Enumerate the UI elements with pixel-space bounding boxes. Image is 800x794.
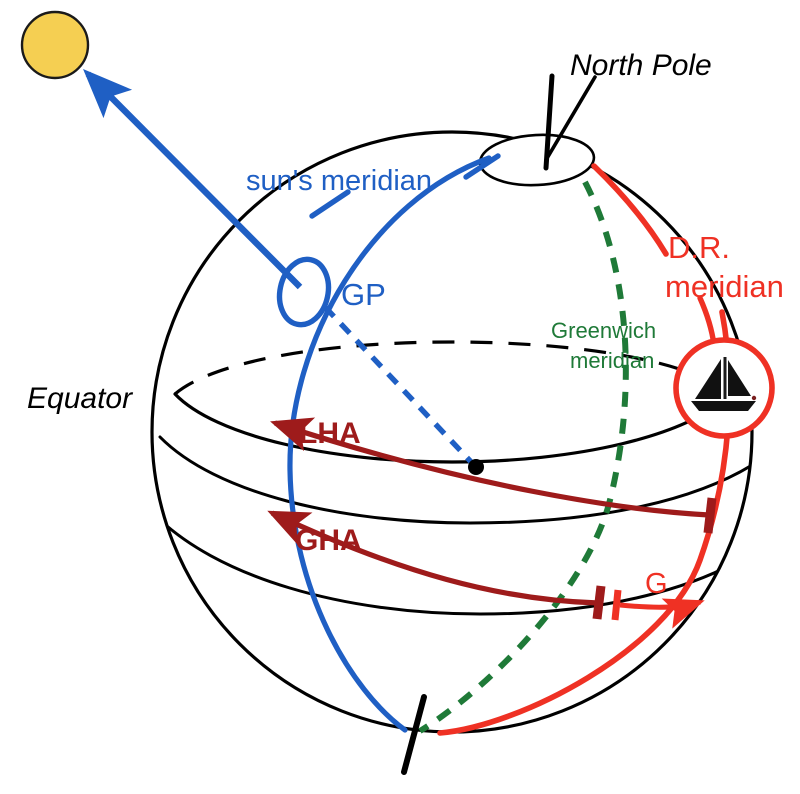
gha-arc-group <box>267 510 606 620</box>
suns-meridian-label: sun's meridian <box>246 165 432 197</box>
lha-end-tick <box>703 497 717 534</box>
latitude-parallel-lower <box>152 510 752 616</box>
gp-label: GP <box>341 277 386 312</box>
gp-marker-group <box>276 256 484 475</box>
north-pole-axis-tick-icon <box>543 73 555 171</box>
suns-meridian-leader-line <box>463 153 501 180</box>
equator-front-half <box>173 392 732 464</box>
equator-back-half <box>173 340 732 396</box>
north-pole-leader-line <box>544 75 597 162</box>
equator-group <box>173 340 732 464</box>
sailboat-icon <box>691 357 757 411</box>
g-arc <box>619 598 705 629</box>
north-pole-label: North Pole <box>570 49 712 82</box>
latitude-parallels-group <box>152 435 752 616</box>
suns-meridian-leader-line-lower <box>309 189 351 219</box>
g-start-tick <box>611 589 622 621</box>
latitude-parallel-upper <box>158 435 752 525</box>
greenwich-meridian-label-line2: meridian <box>570 348 654 373</box>
north-pole-cap-group <box>478 73 596 187</box>
lha-label: LHA <box>299 417 361 450</box>
dr-meridian-upper-stub <box>591 163 669 257</box>
greenwich-meridian-line <box>418 180 629 734</box>
equator-label: Equator <box>27 382 133 415</box>
g-arc-group <box>611 589 705 629</box>
gha-end-tick <box>592 585 606 620</box>
greenwich-meridian-label-line1: Greenwich <box>551 318 656 343</box>
earth-center-dot-icon <box>468 459 484 475</box>
observer-position-group <box>673 337 775 439</box>
south-pole-axis-tick-icon <box>401 694 427 775</box>
gha-label: GHA <box>295 524 362 557</box>
sun-ray-arrow <box>83 69 303 290</box>
g-label: G <box>645 568 668 600</box>
gha-arc <box>267 510 599 606</box>
dr-meridian-label-line1: D.R. <box>668 230 730 265</box>
lha-arc-group <box>270 417 717 534</box>
suns-meridian-line <box>287 155 492 733</box>
lha-arc <box>270 417 710 518</box>
dr-meridian-label-line2: meridian <box>665 269 784 304</box>
sun-icon <box>20 10 90 80</box>
gp-ellipse-marker <box>276 256 332 328</box>
